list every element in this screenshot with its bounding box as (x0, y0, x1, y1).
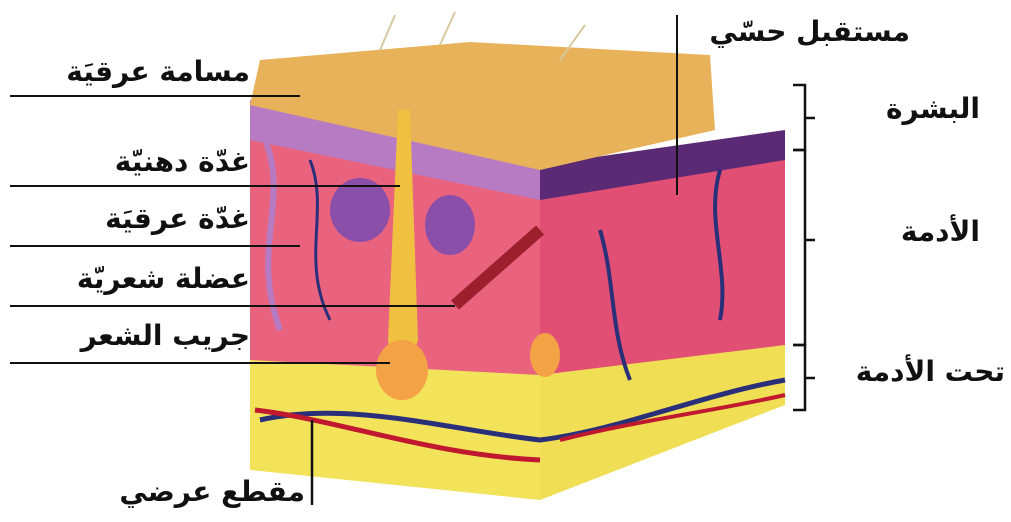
hair-bulb (376, 340, 428, 400)
leader-line (10, 305, 455, 307)
label-sweat-gland: غدّة عرقيَة (10, 205, 250, 233)
leader-line (10, 185, 400, 187)
label-cross-section: مقطع عرضي (70, 478, 305, 506)
leader-line (10, 245, 300, 247)
label-dermis: الأدمة (820, 218, 980, 246)
label-sebaceous-gland: غدّة دهنيّة (10, 148, 250, 176)
sebaceous-gland-shape (425, 195, 475, 255)
surface-hair (380, 15, 395, 50)
leader-line (10, 95, 300, 97)
label-hair-follicle: جريب الشعر (10, 322, 250, 350)
leader-line-vertical (676, 15, 678, 195)
label-hair-muscle: عضلة شعريّة (10, 265, 250, 293)
label-hypodermis: تحت الأدمة (810, 358, 1005, 386)
sensory-receptor-shape (530, 333, 560, 377)
label-sweat-pore: مسامة عرقيَة (10, 58, 250, 86)
surface-hair (440, 12, 455, 45)
leader-line (10, 362, 390, 364)
label-sensory-receptor: مستقبل حسّي (680, 18, 910, 46)
sebaceous-gland-shape (330, 178, 390, 242)
label-epidermis: البشرة (820, 95, 980, 123)
